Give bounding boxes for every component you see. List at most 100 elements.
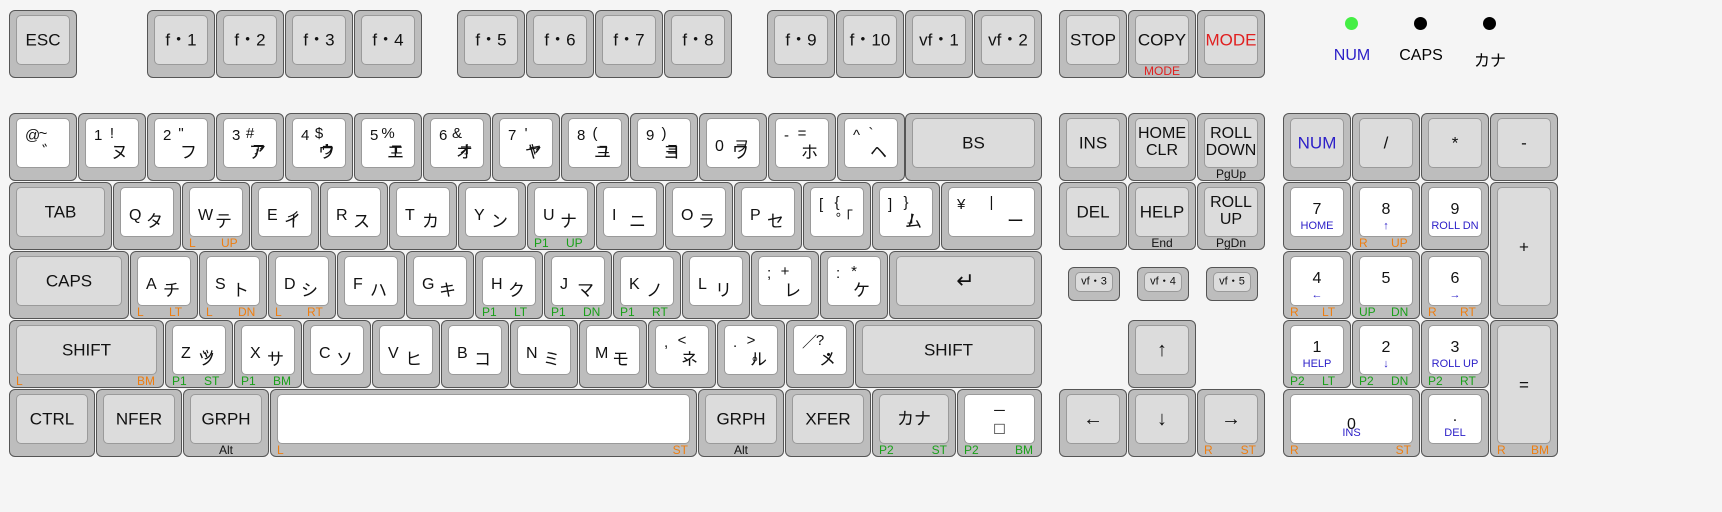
kminus-key[interactable]: =-ホ xyxy=(768,113,836,181)
del-key[interactable]: DEL xyxy=(1059,182,1127,250)
period-key[interactable]: >.。ル xyxy=(717,320,785,388)
enter-key[interactable]: ↵ xyxy=(889,251,1042,319)
f8-key[interactable]: f・8 xyxy=(664,10,732,78)
f5-key[interactable]: f・5 xyxy=(457,10,525,78)
ctrl-key[interactable]: CTRL xyxy=(9,389,95,457)
f6-key[interactable]: f・6 xyxy=(526,10,594,78)
f2-key[interactable]: f・2 xyxy=(216,10,284,78)
slash-key[interactable]: ?／・メ xyxy=(786,320,854,388)
vf1-key[interactable]: vf・1 xyxy=(905,10,973,78)
numpad-divide-key[interactable]: / xyxy=(1352,113,1420,181)
numpad-plus-key[interactable]: + xyxy=(1490,182,1558,319)
numpad-dot-key[interactable]: .DEL xyxy=(1421,389,1489,457)
tab-key[interactable]: TAB xyxy=(9,182,112,250)
numpad-minus-key[interactable]: - xyxy=(1490,113,1558,181)
stop-key[interactable]: STOP xyxy=(1059,10,1127,78)
mode-key[interactable]: MODE xyxy=(1197,10,1265,78)
comma-key[interactable]: <,、ネ xyxy=(648,320,716,388)
f1-key[interactable]: f・1 xyxy=(147,10,215,78)
rbr-key[interactable]: }]」ム xyxy=(872,182,940,250)
f10-key[interactable]: f・10 xyxy=(836,10,904,78)
num-key[interactable]: NUM xyxy=(1283,113,1351,181)
lbr-key[interactable]: {[「゜ xyxy=(803,182,871,250)
vf4-key[interactable]: vf・4 xyxy=(1137,267,1189,301)
semi-key[interactable]: +;レ xyxy=(751,251,819,319)
nfer-key[interactable]: NFER xyxy=(96,389,182,457)
at-key[interactable]: ~@゛ xyxy=(9,113,77,181)
kcaret-key[interactable]: `^ヘ xyxy=(837,113,905,181)
f9-key[interactable]: f・9 xyxy=(767,10,835,78)
vf5-key[interactable]: vf・5 xyxy=(1206,267,1258,301)
yen-key[interactable]: |¥ー xyxy=(941,182,1042,250)
ins-key[interactable]: INS xyxy=(1059,113,1127,181)
vf2-key[interactable]: vf・2 xyxy=(974,10,1042,78)
colon-key[interactable]: *:ケ xyxy=(820,251,888,319)
f3-key[interactable]: f・3 xyxy=(285,10,353,78)
right-shift-key[interactable]: SHIFT xyxy=(855,320,1042,388)
f4-key[interactable]: f・4 xyxy=(354,10,422,78)
bs-key[interactable]: BS xyxy=(905,113,1042,181)
vf3-key[interactable]: vf・3 xyxy=(1068,267,1120,301)
arrow-left-key[interactable]: ← xyxy=(1059,389,1127,457)
numpad-multiply-key[interactable]: * xyxy=(1421,113,1489,181)
esc-key[interactable]: ESC xyxy=(9,10,77,78)
